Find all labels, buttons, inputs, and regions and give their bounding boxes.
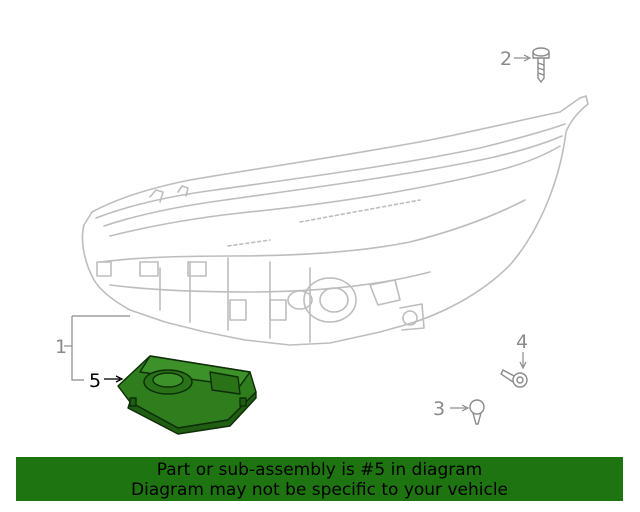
- callout-3: 3: [433, 398, 445, 420]
- parts-diagram: 1 2 3 4 5: [55, 47, 589, 435]
- screw-part-3[interactable]: [469, 399, 485, 425]
- leader-lines: [64, 54, 532, 412]
- headlamp-assembly[interactable]: [81, 95, 589, 346]
- leader-line-5: [104, 375, 124, 383]
- callout-4: 4: [516, 331, 528, 353]
- callout-2: 2: [500, 48, 512, 70]
- callout-1: 1: [55, 336, 67, 358]
- banner-line-1: Part or sub-assembly is #5 in diagram: [156, 460, 483, 480]
- callout-5: 5: [89, 370, 101, 392]
- banner-line-2: Diagram may not be specific to your vehi…: [130, 480, 508, 500]
- bolt-part-2[interactable]: [532, 47, 550, 84]
- screw-part-4[interactable]: [500, 369, 528, 388]
- ballast-module-part-5[interactable]: [117, 355, 257, 435]
- info-banner: Part or sub-assembly is #5 in diagram Di…: [16, 457, 623, 501]
